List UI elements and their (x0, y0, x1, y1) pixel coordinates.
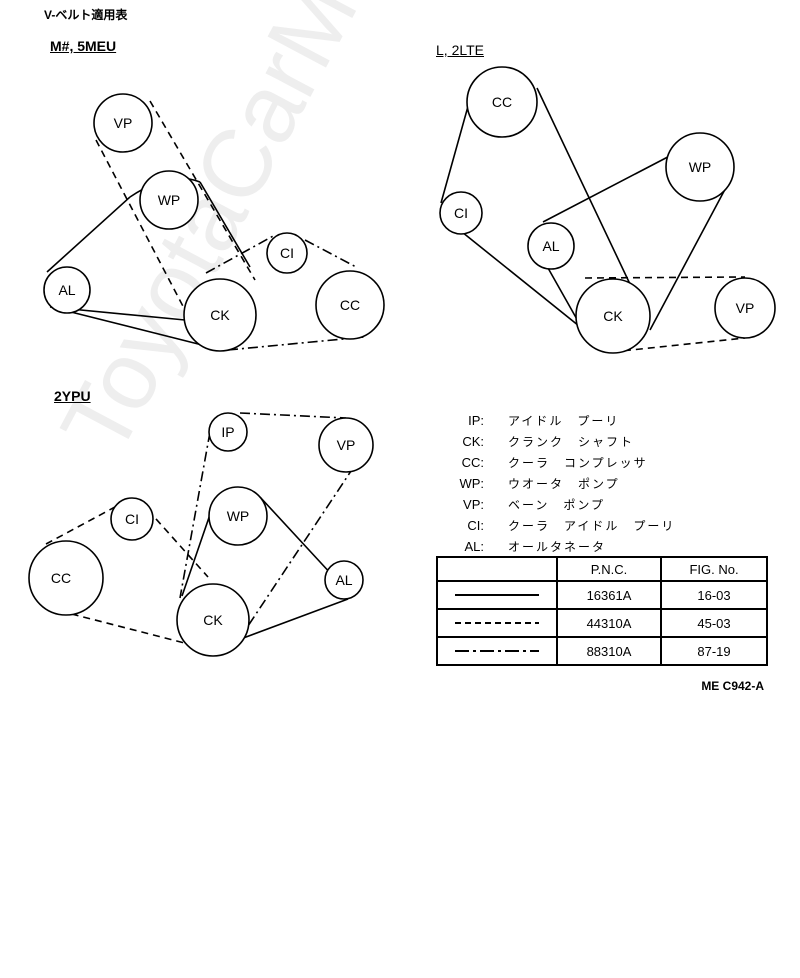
label-cc: CC (51, 570, 71, 586)
line-style-solid (436, 580, 558, 610)
table-row: 16361A 16-03 (436, 580, 768, 610)
label-wp: WP (227, 508, 250, 524)
legend-item: CI:クーラ アイドル プーリ (467, 518, 676, 533)
legend: IP:アイドル プーリ CK:クランク シャフト CC:クーラ コンプレッサ W… (440, 410, 700, 557)
label-al: AL (542, 238, 559, 254)
diagram-2ypu (28, 412, 374, 657)
legend-item: CK:クランク シャフト (462, 434, 635, 449)
label-vp: VP (736, 300, 755, 316)
diagram-title-5meu: M#, 5MEU (50, 38, 117, 54)
part-number-table: P.N.C. FIG. No. 16361A 16-03 44310A 45-0… (436, 556, 768, 666)
line-style-dash-dot (436, 636, 558, 666)
table-row: 88310A 87-19 (436, 636, 768, 666)
diagram-title-2ypu: 2YPU (54, 388, 91, 404)
label-wp: WP (689, 159, 712, 175)
pnc-cell: 88310A (556, 636, 662, 666)
figure-code: ME C942-A (701, 679, 764, 693)
diagram-5meu (43, 93, 385, 352)
label-ip: IP (221, 424, 234, 440)
table-header: FIG. No. (660, 556, 768, 582)
label-cc: CC (340, 297, 360, 313)
label-ci: CI (280, 245, 294, 261)
table-row: 44310A 45-03 (436, 608, 768, 638)
label-al: AL (58, 282, 75, 298)
legend-item: AL:オールタネータ (464, 539, 607, 554)
legend-item: WP:ウオータ ポンプ (459, 476, 620, 491)
label-ck: CK (210, 307, 230, 323)
table-header (436, 556, 558, 582)
label-ck: CK (203, 612, 223, 628)
label-ci: CI (125, 511, 139, 527)
legend-item: IP:アイドル プーリ (468, 413, 620, 428)
label-cc: CC (492, 94, 512, 110)
pnc-cell: 16361A (556, 580, 662, 610)
legend-item: VP:ベーン ポンプ (463, 497, 606, 512)
fig-cell: 16-03 (660, 580, 768, 610)
label-wp: WP (158, 192, 181, 208)
label-vp: VP (114, 115, 133, 131)
page-title: V-ベルト適用表 (44, 8, 128, 22)
table-header: P.N.C. (556, 556, 662, 582)
label-al: AL (335, 572, 352, 588)
line-style-dashed (436, 608, 558, 638)
label-vp: VP (337, 437, 356, 453)
pnc-cell: 44310A (556, 608, 662, 638)
fig-cell: 87-19 (660, 636, 768, 666)
diagram-title-2lte: L, 2LTE (436, 42, 484, 58)
legend-item: CC:クーラ コンプレッサ (461, 455, 648, 470)
label-ci: CI (454, 205, 468, 221)
label-ck: CK (603, 308, 623, 324)
diagram-2lte (439, 66, 776, 354)
fig-cell: 45-03 (660, 608, 768, 638)
